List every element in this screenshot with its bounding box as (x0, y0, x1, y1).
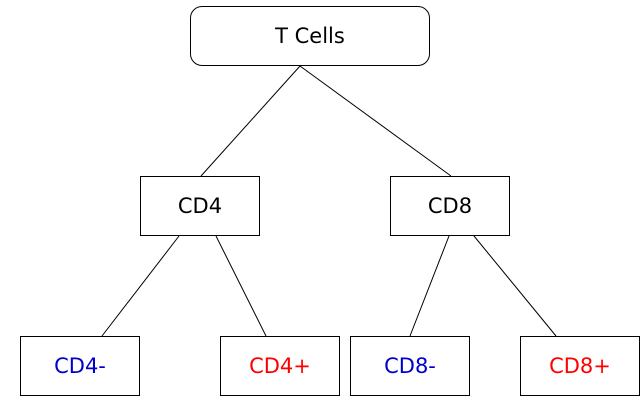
cd8-negative-label: CD8- (384, 353, 436, 378)
cd8-label: CD8 (427, 193, 473, 218)
cd4-negative-label: CD4- (54, 353, 106, 378)
edge-cd4-cd4-positive (215, 235, 267, 337)
cd8-negative-node: CD8- (350, 336, 470, 396)
edge-tcells-cd8 (299, 65, 452, 177)
edge-tcells-cd4 (200, 65, 301, 177)
cd4-negative-node: CD4- (20, 336, 140, 396)
cd4-label: CD4 (177, 193, 223, 218)
cd8-positive-label: CD8+ (549, 353, 611, 378)
cd8-node: CD8 (390, 176, 510, 236)
cd4-node: CD4 (140, 176, 260, 236)
edge-cd8-cd8-negative (409, 235, 450, 337)
cd8-positive-node: CD8+ (520, 336, 640, 396)
edge-cd8-cd8-positive (473, 235, 557, 337)
tcells-node: T Cells (190, 6, 430, 66)
tcells-label: T Cells (275, 23, 345, 48)
cd4-positive-label: CD4+ (249, 353, 311, 378)
cd4-positive-node: CD4+ (220, 336, 340, 396)
edge-cd4-cd4-negative (101, 235, 180, 337)
